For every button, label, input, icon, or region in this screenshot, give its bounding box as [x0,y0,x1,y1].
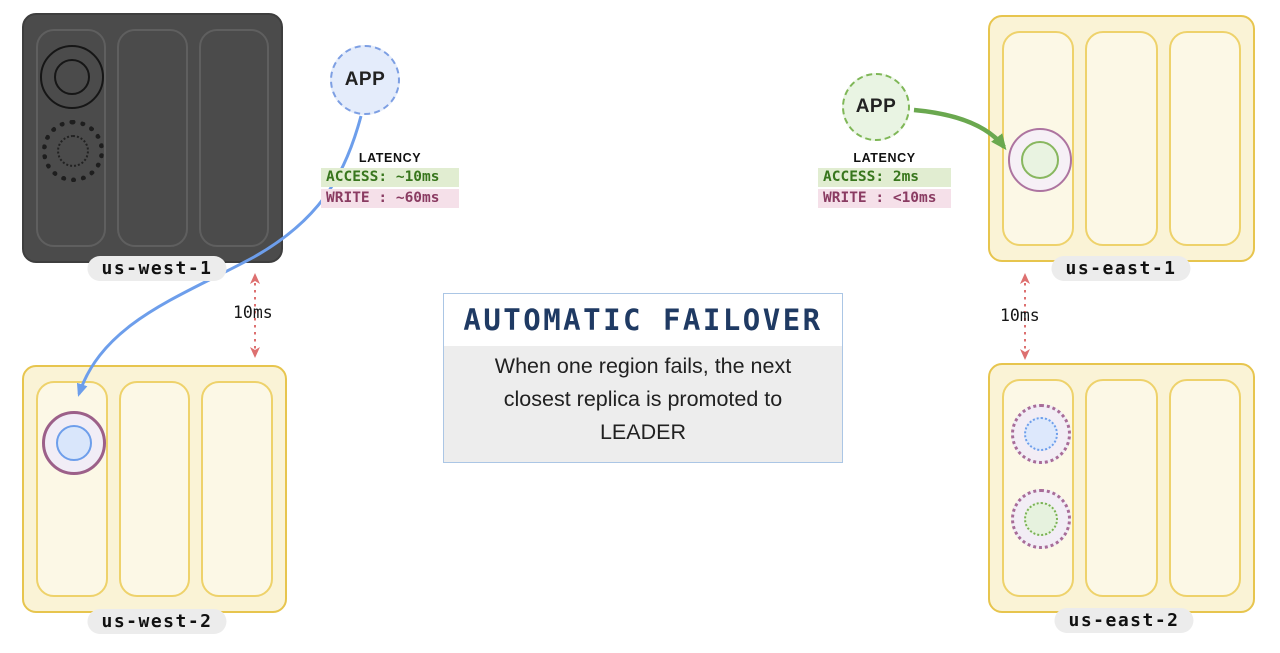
replica-core-green-icon [1024,502,1058,536]
region-label-us-east-1: us-east-1 [1051,256,1191,281]
promoted-leader-us-west-2-icon [42,411,106,475]
app-node-east: APP [842,73,910,141]
latency-access-east: ACCESS: 2ms [818,168,951,187]
latency-block-east: LATENCY ACCESS: 2ms WRITE : <10ms [818,151,951,210]
region-label-us-west-1: us-west-1 [87,256,227,281]
latency-access-west: ACCESS: ~10ms [321,168,459,187]
interregion-latency-west-label: 10ms [233,303,273,322]
replica-blue-us-east-2-icon [1011,404,1071,464]
callout-title: AUTOMATIC FAILOVER [463,303,823,337]
failed-replica-icon [42,120,104,182]
callout-body-line-3: LEADER [599,420,687,444]
latency-write-east: WRITE : <10ms [818,189,951,208]
region-slot [1168,31,1241,246]
failover-callout: AUTOMATIC FAILOVER When one region fails… [443,293,843,463]
replica-green-us-east-2-icon [1011,489,1071,549]
app-node-west: APP [330,45,400,115]
failed-replica-core-icon [57,135,89,167]
region-slot [1168,379,1241,597]
leader-core-blue-icon [56,425,92,461]
latency-write-west: WRITE : ~60ms [321,189,459,208]
leader-core-green-icon [1021,141,1059,179]
region-us-east-2 [988,363,1255,613]
promoted-leader-us-east-1-icon [1008,128,1072,192]
region-slot [1085,379,1158,597]
region-slot [198,29,269,247]
region-slot [117,29,188,247]
region-label-us-east-2: us-east-2 [1054,608,1194,633]
app-west-label: APP [344,69,386,90]
interregion-latency-east-label: 10ms [1000,306,1040,325]
failed-leader-core-icon [54,59,90,95]
failed-leader-icon [40,45,104,109]
latency-title-east: LATENCY [853,151,916,165]
region-label-us-west-2: us-west-2 [87,609,227,634]
callout-body-line-2: closest replica is promoted to [503,387,783,411]
region-slot [118,381,191,597]
region-us-west-2 [22,365,287,613]
latency-title-west: LATENCY [358,151,422,165]
region-slot [201,381,274,597]
region-slot [1085,31,1158,246]
latency-block-west: LATENCY ACCESS: ~10ms WRITE : ~60ms [321,151,459,210]
callout-body-line-1: When one region fails, the next [494,354,792,378]
app-east-label: APP [855,96,897,117]
callout-body: When one region fails, the next closest … [444,346,842,462]
replica-core-blue-icon [1024,417,1058,451]
